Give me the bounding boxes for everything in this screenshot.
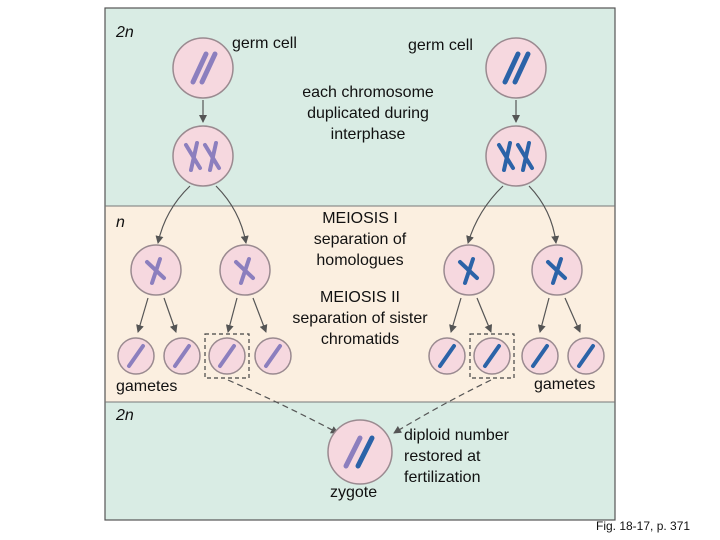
duplicated-cell-right	[485, 125, 547, 187]
chromatid	[551, 257, 563, 285]
chromosome	[190, 51, 209, 85]
figure-caption: Fig. 18-17, p. 371	[596, 519, 691, 533]
arrow	[215, 185, 249, 244]
arrow	[564, 297, 581, 333]
ploidy-label-middle: n	[116, 214, 125, 231]
meiosis1-label-line: homologues	[316, 252, 404, 269]
duplication-note-line: interphase	[330, 126, 406, 143]
arrow	[227, 379, 339, 434]
chromosome	[438, 344, 456, 368]
chromatid	[239, 257, 251, 285]
chromosome	[127, 344, 145, 368]
ploidy-label-top: 2n	[116, 24, 134, 41]
germ-cell-label-left: germ cell	[232, 35, 297, 52]
diploid-note-line: diploid number	[404, 427, 509, 444]
duplication-note: each chromosome duplicated during interp…	[268, 82, 468, 145]
diploid-note-line: restored at	[404, 448, 481, 465]
zygote-cell	[327, 419, 393, 485]
germ-cell-right	[485, 37, 547, 99]
arrow	[155, 185, 191, 244]
gametes-label-right: gametes	[534, 376, 596, 393]
ploidy-label-bottom: 2n	[116, 407, 134, 424]
meiosis1-label: MEIOSIS I separation of homologues	[270, 208, 450, 271]
arrow	[449, 297, 462, 333]
meiosis1-label-line: MEIOSIS I	[322, 210, 398, 227]
chromosomes	[127, 51, 595, 469]
chromosome	[343, 435, 363, 469]
fertilization-arrows	[227, 379, 492, 434]
chromosome	[355, 435, 375, 469]
arrow	[393, 379, 492, 434]
germ-cell-label-right: germ cell	[408, 37, 473, 54]
chromosome	[483, 344, 501, 368]
arrow	[537, 297, 550, 333]
meiosis1-label-line: separation of	[313, 231, 407, 248]
chromosome	[531, 344, 549, 368]
chromatid	[189, 141, 199, 172]
arrow	[252, 297, 268, 333]
meiosis2-label-line: chromatids	[320, 331, 400, 348]
chromatid	[463, 257, 475, 285]
chromosome	[264, 344, 282, 368]
arrow	[163, 297, 178, 333]
figure-frame	[104, 7, 616, 521]
chromatid	[521, 141, 531, 172]
arrow	[528, 185, 560, 244]
chromosome	[199, 51, 218, 85]
selected-gamete-box-left	[204, 333, 250, 379]
gametes-label-left: gametes	[116, 378, 178, 395]
diploid-note-line: fertilization	[404, 469, 481, 486]
chromosome	[173, 344, 191, 368]
selected-gamete-box-right	[469, 333, 515, 379]
chromosome	[218, 344, 236, 368]
arrow	[225, 297, 238, 333]
diploid-note: diploid number restored at fertilization	[404, 425, 594, 488]
arrow	[476, 297, 493, 333]
chromosome	[512, 51, 531, 85]
chromatid	[502, 141, 512, 172]
chromatid	[150, 257, 162, 285]
duplicated-cell-left	[172, 125, 234, 187]
chromosome	[502, 51, 521, 85]
meiosis2-label-line: MEIOSIS II	[319, 289, 400, 306]
meiosis2-label: MEIOSIS II separation of sister chromati…	[270, 287, 450, 350]
duplication-note-line: duplicated during	[307, 105, 429, 122]
germ-cell-left	[172, 37, 234, 99]
arrow	[136, 297, 149, 333]
chromatid	[208, 141, 218, 172]
duplication-note-line: each chromosome	[302, 84, 434, 101]
arrow	[466, 185, 504, 244]
zygote-label: zygote	[330, 484, 378, 501]
meiosis2-label-line: separation of sister	[292, 310, 428, 327]
chromosome	[577, 344, 595, 368]
arrows	[136, 100, 581, 333]
